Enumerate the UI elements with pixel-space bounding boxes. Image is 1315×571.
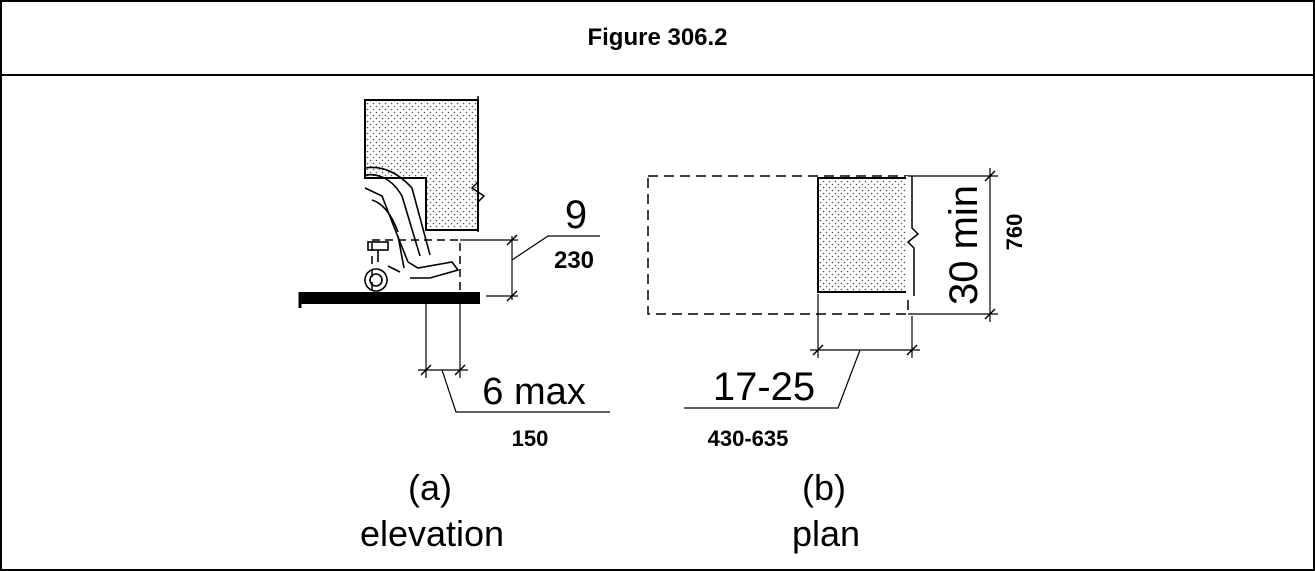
plan-break-line bbox=[906, 176, 920, 296]
figure-title: Figure 306.2 bbox=[587, 24, 728, 51]
counter-section bbox=[364, 99, 479, 231]
elevation-caption: elevation bbox=[360, 513, 504, 554]
plan-letter: (b) bbox=[802, 467, 846, 508]
plan-view: 30 min 760 17-25 430-635 (b) plan bbox=[647, 168, 1027, 554]
plan-depth-leader bbox=[684, 349, 861, 409]
depth-tick-right bbox=[454, 364, 466, 376]
floor-slab bbox=[300, 292, 480, 304]
elevation-view: 9 230 6 max 150 (a) elevation bbox=[298, 96, 610, 554]
figure-header: Figure 306.2 bbox=[2, 2, 1313, 76]
elevation-letter: (a) bbox=[408, 467, 452, 508]
width-inches-label: 30 min bbox=[942, 185, 986, 305]
depth-leader bbox=[441, 369, 610, 413]
plan-caption: plan bbox=[792, 513, 860, 554]
depth-mm-label: 150 bbox=[512, 426, 549, 451]
plan-depth-inches-label: 17-25 bbox=[713, 365, 815, 409]
counter-break-line bbox=[470, 96, 486, 232]
depth-inches-label: 6 max bbox=[482, 371, 585, 413]
plan-depth-tick-left bbox=[812, 344, 824, 356]
height-inches-label: 9 bbox=[565, 193, 587, 237]
wheelchair-figure bbox=[364, 166, 460, 292]
plan-depth-mm-label: 430-635 bbox=[708, 426, 789, 451]
height-tick-bottom bbox=[506, 290, 518, 302]
width-tick-top bbox=[984, 170, 996, 182]
width-mm-label: 760 bbox=[1002, 214, 1027, 251]
height-tick-top bbox=[506, 234, 518, 246]
depth-tick-left bbox=[420, 364, 432, 376]
height-mm-label: 230 bbox=[554, 247, 594, 274]
height-leader bbox=[511, 235, 600, 261]
plan-element bbox=[817, 177, 913, 293]
plan-depth-tick-right bbox=[906, 344, 918, 356]
width-tick-bottom bbox=[984, 308, 996, 320]
plan-element-edge-mask bbox=[906, 176, 916, 296]
